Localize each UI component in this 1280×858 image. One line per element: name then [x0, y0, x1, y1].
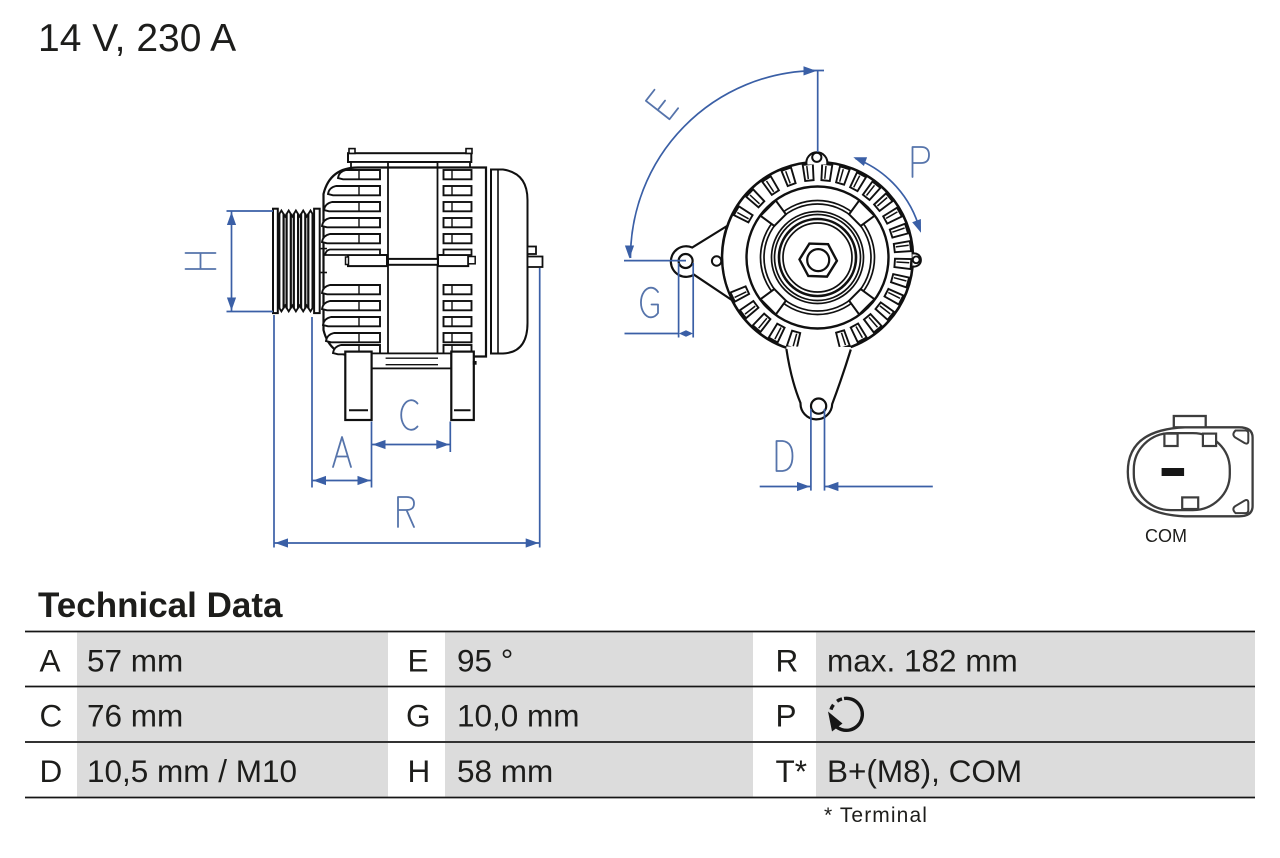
- svg-text:G: G: [406, 698, 431, 734]
- svg-text:R: R: [776, 643, 799, 679]
- svg-text:* Terminal: * Terminal: [824, 804, 928, 827]
- svg-text:14 V, 230 A: 14 V, 230 A: [38, 17, 236, 60]
- svg-text:T*: T*: [776, 753, 808, 789]
- svg-text:57 mm: 57 mm: [87, 643, 183, 679]
- svg-text:H: H: [408, 753, 431, 789]
- svg-text:76 mm: 76 mm: [87, 698, 183, 734]
- svg-text:B+(M8), COM: B+(M8), COM: [827, 753, 1022, 789]
- svg-text:10,5 mm / M10: 10,5 mm / M10: [87, 753, 297, 789]
- svg-text:10,0 mm: 10,0 mm: [457, 698, 580, 734]
- svg-text:COM: COM: [1145, 526, 1187, 546]
- svg-text:95 °: 95 °: [457, 643, 513, 679]
- svg-text:58 mm: 58 mm: [457, 753, 553, 789]
- svg-text:P: P: [776, 698, 797, 734]
- svg-text:max. 182 mm: max. 182 mm: [827, 643, 1018, 679]
- svg-text:A: A: [40, 643, 61, 679]
- svg-text:D: D: [40, 753, 63, 789]
- svg-text:Technical Data: Technical Data: [38, 586, 283, 625]
- svg-text:C: C: [40, 698, 63, 734]
- svg-text:E: E: [408, 643, 429, 679]
